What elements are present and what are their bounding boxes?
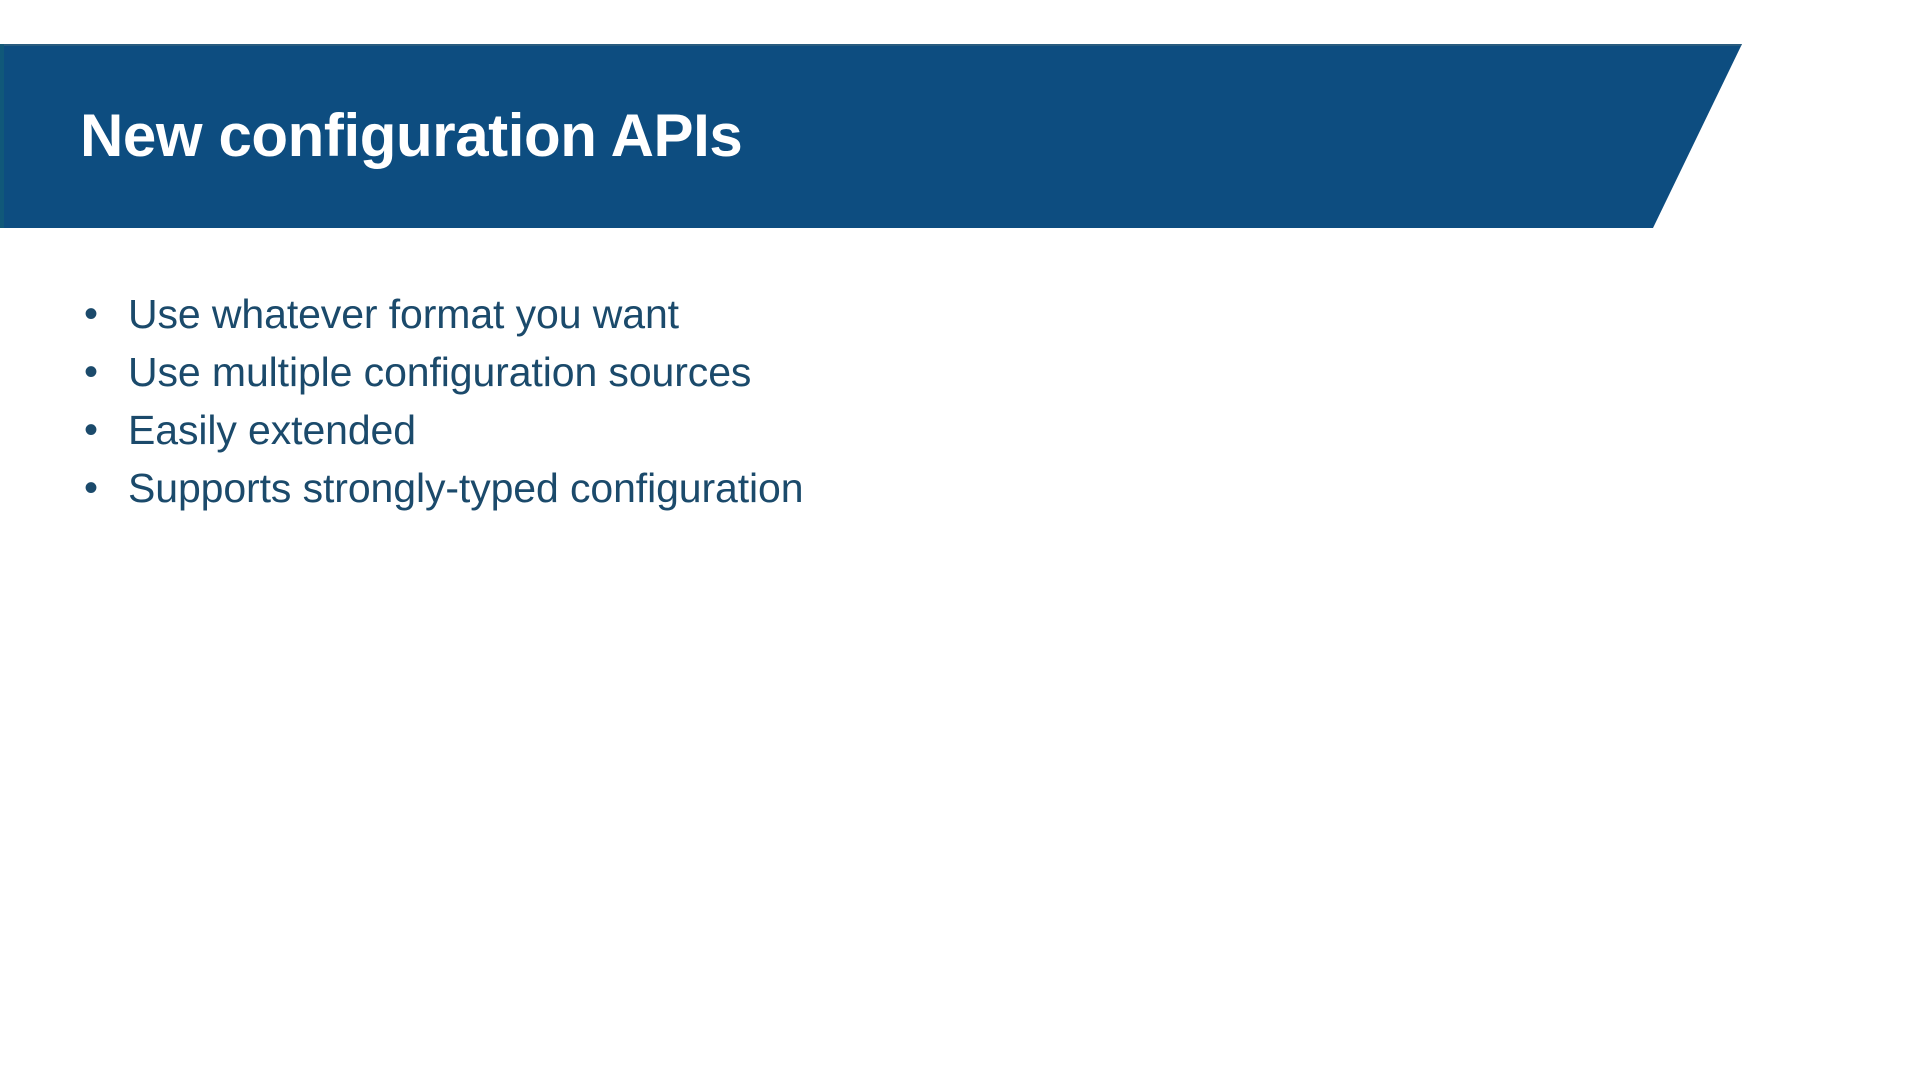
list-item: • Use multiple configuration sources: [78, 346, 1478, 404]
list-item: • Easily extended: [78, 404, 1478, 462]
banner-top-edge-line: [0, 44, 1742, 46]
bullet-text: Easily extended: [128, 407, 416, 453]
bullet-list: • Use whatever format you want • Use mul…: [78, 288, 1478, 520]
bullet-point-icon: •: [84, 350, 99, 394]
bullet-text: Supports strongly-typed configuration: [128, 465, 804, 511]
bullet-text: Use whatever format you want: [128, 291, 679, 337]
bullet-text: Use multiple configuration sources: [128, 349, 752, 395]
slide-title: New configuration APIs: [80, 102, 743, 169]
title-banner: New configuration APIs: [0, 44, 1742, 228]
banner-left-edge-line: [0, 44, 4, 228]
bullet-point-icon: •: [84, 292, 99, 336]
bullet-point-icon: •: [84, 408, 99, 452]
bullet-point-icon: •: [84, 466, 99, 510]
list-item: • Supports strongly-typed configuration: [78, 462, 1478, 520]
banner-shape: [0, 44, 1742, 228]
list-item: • Use whatever format you want: [78, 288, 1478, 346]
